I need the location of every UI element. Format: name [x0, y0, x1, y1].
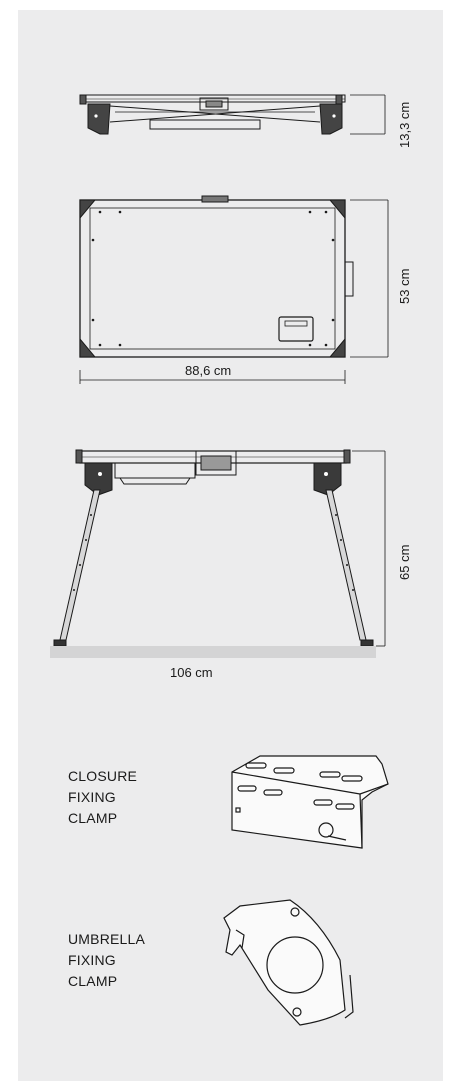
dimension-depth: 53 cm	[397, 268, 412, 304]
umbrella-clamp-label-line: FIXING	[68, 952, 116, 968]
closure-clamp-label-line: CLOSURE	[68, 768, 138, 784]
umbrella-clamp-drawing	[223, 899, 354, 1026]
dimension-height: 65 cm	[397, 544, 412, 580]
umbrella-clamp-label: UMBRELLA FIXING CLAMP	[68, 929, 145, 992]
table-top-view	[79, 195, 389, 384]
closure-clamp-label-line: CLAMP	[68, 810, 118, 826]
open-table-front-view	[50, 449, 386, 658]
closure-clamp-label-line: FIXING	[68, 789, 116, 805]
closure-clamp-drawing	[231, 755, 389, 849]
umbrella-clamp-label-line: CLAMP	[68, 973, 118, 989]
dimension-folded-height: 13,3 cm	[397, 101, 412, 148]
drawing-panel	[18, 10, 443, 1081]
umbrella-clamp-label-line: UMBRELLA	[68, 931, 146, 947]
folded-table-side-view	[79, 94, 386, 135]
dimension-width-open: 106 cm	[170, 665, 213, 680]
closure-clamp-label: CLOSURE FIXING CLAMP	[68, 766, 137, 829]
dimension-width-folded: 88,6 cm	[185, 363, 232, 378]
